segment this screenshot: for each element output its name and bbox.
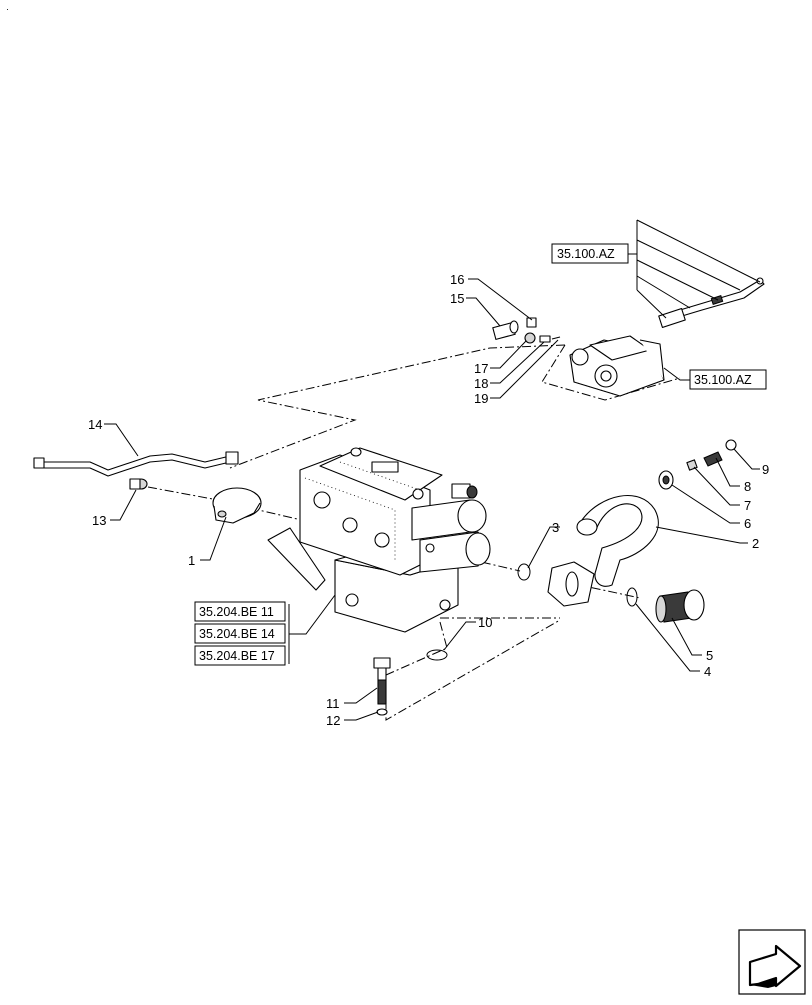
callout-17: 17 (474, 361, 488, 376)
part-5-plug (655, 589, 705, 623)
reference-link-steering-top[interactable]: 35.100.AZ (551, 243, 629, 264)
part-15-union (492, 320, 519, 340)
callout-15: 15 (450, 291, 464, 306)
reference-link-steering-pump[interactable]: 35.100.AZ (689, 369, 767, 390)
part-16-fitting (526, 317, 537, 328)
steering-pump-assembly (569, 335, 665, 397)
corner-mark: · (6, 4, 9, 14)
part-3-snap-ring (517, 563, 531, 581)
part-11-bolt (373, 657, 391, 705)
svg-text:35.204.BE 14: 35.204.BE 14 (199, 627, 275, 641)
cable-assembly (658, 277, 765, 328)
svg-text:35.204.BE 11: 35.204.BE 11 (199, 605, 274, 619)
callouts: 1 2 3 4 5 6 7 8 9 10 11 12 13 14 15 16 1… (88, 272, 769, 728)
callout-13: 13 (92, 513, 106, 528)
callout-14: 14 (88, 417, 102, 432)
reference-link-valve-14[interactable]: 35.204.BE 14 (194, 623, 286, 644)
callout-7: 7 (744, 498, 751, 513)
callout-8: 8 (744, 479, 751, 494)
callout-4: 4 (704, 664, 711, 679)
svg-text:35.100.AZ: 35.100.AZ (557, 247, 615, 261)
reference-link-valve-11[interactable]: 35.204.BE 11 (194, 601, 286, 622)
callout-11: 11 (326, 696, 340, 711)
callout-9: 9 (762, 462, 769, 477)
part-12-washer (376, 708, 388, 716)
callout-10: 10 (478, 615, 492, 630)
part-18-fitting (539, 335, 551, 343)
part-2-pipe (547, 495, 659, 607)
callout-18: 18 (474, 376, 488, 391)
part-9-ball (725, 439, 737, 451)
callout-19: 19 (474, 391, 488, 406)
reference-link-valve-17[interactable]: 35.204.BE 17 (194, 645, 286, 666)
leader-lines (104, 278, 760, 721)
callout-1: 1 (188, 553, 195, 568)
callout-5: 5 (706, 648, 713, 663)
callout-6: 6 (744, 516, 751, 531)
part-17-fitting (524, 332, 536, 344)
svg-text:35.204.BE 17: 35.204.BE 17 (199, 649, 275, 663)
next-page-arrow-icon[interactable] (738, 929, 806, 995)
callout-2: 2 (752, 536, 759, 551)
callout-16: 16 (450, 272, 464, 287)
part-6-fitting (658, 470, 674, 490)
part-10-o-ring (426, 649, 448, 661)
part-1-cap (212, 487, 262, 524)
main-valve-block (267, 447, 491, 633)
callout-3: 3 (552, 520, 559, 535)
part-4-o-ring (626, 587, 638, 607)
reference-bracket-lines (636, 219, 761, 319)
part-14-tube (33, 451, 239, 477)
part-13-fitting (129, 478, 148, 490)
part-8-fitting (703, 451, 723, 467)
part-19-pin (551, 336, 561, 340)
svg-text:35.100.AZ: 35.100.AZ (694, 373, 752, 387)
callout-12: 12 (326, 713, 340, 728)
